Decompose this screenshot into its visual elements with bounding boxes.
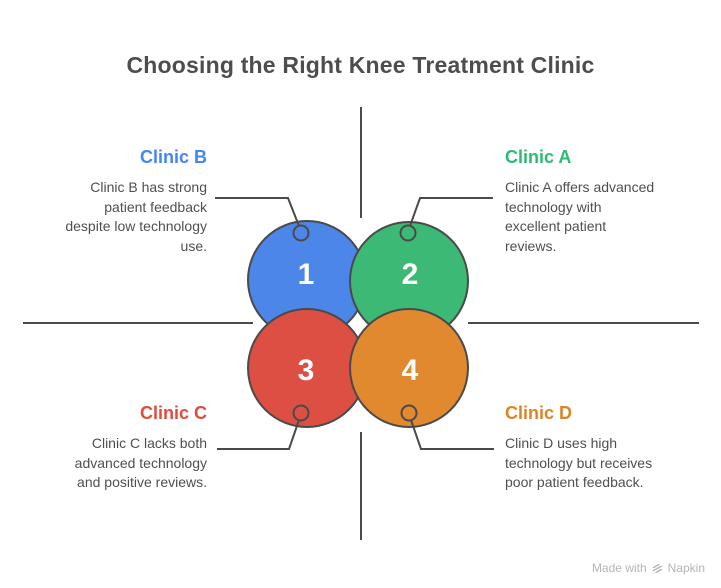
description-line: Clinic C lacks both bbox=[91, 435, 207, 451]
clinic-d-connector-ring bbox=[400, 404, 418, 422]
clinic-c-description: Clinic C lacks both advanced technology … bbox=[30, 434, 207, 493]
watermark-prefix: Made with bbox=[591, 561, 647, 575]
clinic-a-description: Clinic A offers advanced technology with… bbox=[505, 178, 695, 256]
description-line: excellent patient bbox=[505, 218, 607, 234]
clinic-b-section: Clinic B Clinic B has strong patient fee… bbox=[30, 146, 207, 256]
description-line: Clinic B has strong bbox=[90, 179, 207, 195]
clinic-b-connector-ring bbox=[292, 224, 310, 242]
description-line: use. bbox=[180, 237, 207, 254]
description-line: technology with bbox=[505, 198, 602, 215]
clinic-d-connector bbox=[410, 419, 494, 450]
clinic-b-circle-number: 1 bbox=[297, 258, 315, 291]
clinic-a-title: Clinic A bbox=[505, 147, 572, 167]
watermark: Made with Napkin bbox=[592, 561, 705, 575]
clinic-c-title: Clinic C bbox=[139, 403, 207, 423]
clinic-a-connector-ring bbox=[399, 224, 417, 242]
clinic-a-connector bbox=[409, 197, 493, 227]
description-line: advanced technology bbox=[74, 454, 207, 471]
clinic-c-section: Clinic C Clinic C lacks both advanced te… bbox=[30, 402, 207, 493]
watermark-brand: Napkin bbox=[667, 561, 705, 575]
clinic-b-title: Clinic B bbox=[139, 147, 207, 167]
description-line: technology but receives bbox=[505, 454, 653, 471]
description-line: and positive reviews. bbox=[77, 474, 207, 490]
description-line: Clinic D uses high bbox=[505, 435, 618, 451]
clinic-d-circle-number: 4 bbox=[401, 354, 419, 387]
clinic-c-circle-number: 3 bbox=[297, 354, 315, 387]
description-line: despite low technology bbox=[65, 218, 207, 234]
clinic-c-connector-ring bbox=[292, 404, 310, 422]
page-title: Choosing the Right Knee Treatment Clinic bbox=[126, 52, 595, 78]
description-line: patient feedback bbox=[104, 198, 207, 215]
clinic-d-title: Clinic D bbox=[505, 403, 573, 423]
clinic-a-circle-number: 2 bbox=[401, 258, 419, 291]
clinic-b-description: Clinic B has strong patient feedback des… bbox=[30, 178, 207, 256]
description-line: reviews. bbox=[505, 237, 557, 254]
napkin-logo-icon bbox=[652, 563, 662, 573]
clinic-a-section: Clinic A Clinic A offers advanced techno… bbox=[505, 146, 695, 256]
description-line: poor patient feedback. bbox=[505, 474, 644, 490]
clinic-c-connector bbox=[217, 419, 300, 450]
clinic-d-circle bbox=[349, 308, 469, 428]
clinic-d-description: Clinic D uses high technology but receiv… bbox=[505, 434, 695, 493]
clinic-d-section: Clinic D Clinic D uses high technology b… bbox=[505, 402, 695, 493]
clinic-b-connector bbox=[215, 197, 300, 227]
description-line: Clinic A offers advanced bbox=[505, 179, 655, 195]
